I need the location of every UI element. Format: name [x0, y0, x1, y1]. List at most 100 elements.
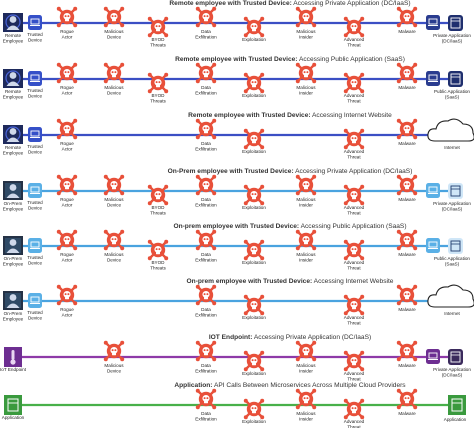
laptop-icon — [28, 238, 42, 253]
node-label: Application — [444, 417, 467, 422]
skull-crossbones-icon — [243, 239, 265, 261]
skull-crossbones-icon — [343, 239, 365, 261]
node-label: Exploitation — [242, 315, 266, 320]
skull-crossbones-icon — [103, 174, 125, 196]
laptop-icon — [28, 15, 42, 30]
skull-crossbones-icon — [195, 388, 217, 410]
skull-crossbones-icon — [103, 340, 125, 362]
node-label: Exploitation — [242, 149, 266, 154]
node-label: Malware — [398, 197, 416, 202]
row-title: Remote employee with Trusted Device: Acc… — [175, 56, 405, 63]
skull-crossbones-icon — [243, 128, 265, 150]
node-label: Exploitation — [242, 93, 266, 98]
node-label: Private Application(DC/IaaS) — [433, 33, 471, 43]
app-server-icon — [448, 395, 466, 415]
laptop-icon — [426, 71, 440, 86]
node-label: Malware — [398, 363, 416, 368]
skull-crossbones-icon — [343, 350, 365, 372]
node-label: Malware — [398, 307, 416, 312]
cloud-icon — [427, 284, 474, 308]
app-server-icon — [448, 15, 463, 31]
skull-crossbones-icon — [343, 16, 365, 38]
skull-crossbones-icon — [295, 388, 317, 410]
flow-row: Remote employee with Trusted Device: Acc… — [3, 112, 474, 159]
skull-crossbones-icon — [195, 118, 217, 140]
skull-crossbones-icon — [343, 294, 365, 316]
person-icon — [3, 236, 23, 255]
node-label: Public Application(SaaS) — [434, 89, 470, 99]
skull-crossbones-icon — [243, 184, 265, 206]
person-icon — [3, 13, 23, 32]
node-label: Exploitation — [242, 371, 266, 376]
laptop-icon — [28, 127, 42, 142]
flow-row: On-prem employee with Trusted Device: Ac… — [3, 278, 474, 325]
skull-crossbones-icon — [396, 6, 418, 28]
node-label: IoT Endpoint — [0, 367, 27, 372]
node-label: Private Application(DC/IaaS) — [433, 367, 471, 377]
laptop-icon — [426, 183, 440, 198]
skull-crossbones-icon — [396, 174, 418, 196]
row-title: IOT Endpoint: Accessing Private Applicat… — [209, 334, 371, 341]
skull-crossbones-icon — [147, 72, 169, 94]
node-label: Exploitation — [242, 205, 266, 210]
person-icon — [3, 181, 23, 200]
node-label: Malware — [398, 141, 416, 146]
app-server-icon — [448, 71, 463, 87]
skull-crossbones-icon — [243, 398, 265, 420]
skull-crossbones-icon — [243, 350, 265, 372]
flow-row: Remote employee with Trusted Device: Acc… — [3, 0, 472, 47]
row-title: On-prem employee with Trusted Device: Ac… — [187, 278, 394, 285]
skull-crossbones-icon — [343, 398, 365, 420]
skull-crossbones-icon — [343, 184, 365, 206]
person-icon — [3, 69, 23, 88]
node-label: Internet — [444, 311, 460, 316]
flow-row: IOT Endpoint: Accessing Private Applicat… — [0, 334, 471, 381]
laptop-icon — [28, 293, 42, 308]
node-label: Exploitation — [242, 419, 266, 424]
skull-crossbones-icon — [103, 62, 125, 84]
skull-crossbones-icon — [195, 229, 217, 251]
node-label: Public Application(SaaS) — [434, 256, 470, 266]
skull-crossbones-icon — [56, 118, 78, 140]
laptop-icon — [426, 349, 440, 364]
row-title: Remote employee with Trusted Device: Acc… — [169, 0, 410, 7]
skull-crossbones-icon — [243, 294, 265, 316]
flow-row: Application: API Calls Between Microserv… — [2, 382, 467, 428]
skull-crossbones-icon — [103, 6, 125, 28]
thermometer-icon — [4, 347, 22, 367]
skull-crossbones-icon — [56, 6, 78, 28]
skull-crossbones-icon — [295, 174, 317, 196]
laptop-icon — [426, 15, 440, 30]
flow-row: On-Prem employee with Trusted Device: Ac… — [3, 168, 472, 215]
